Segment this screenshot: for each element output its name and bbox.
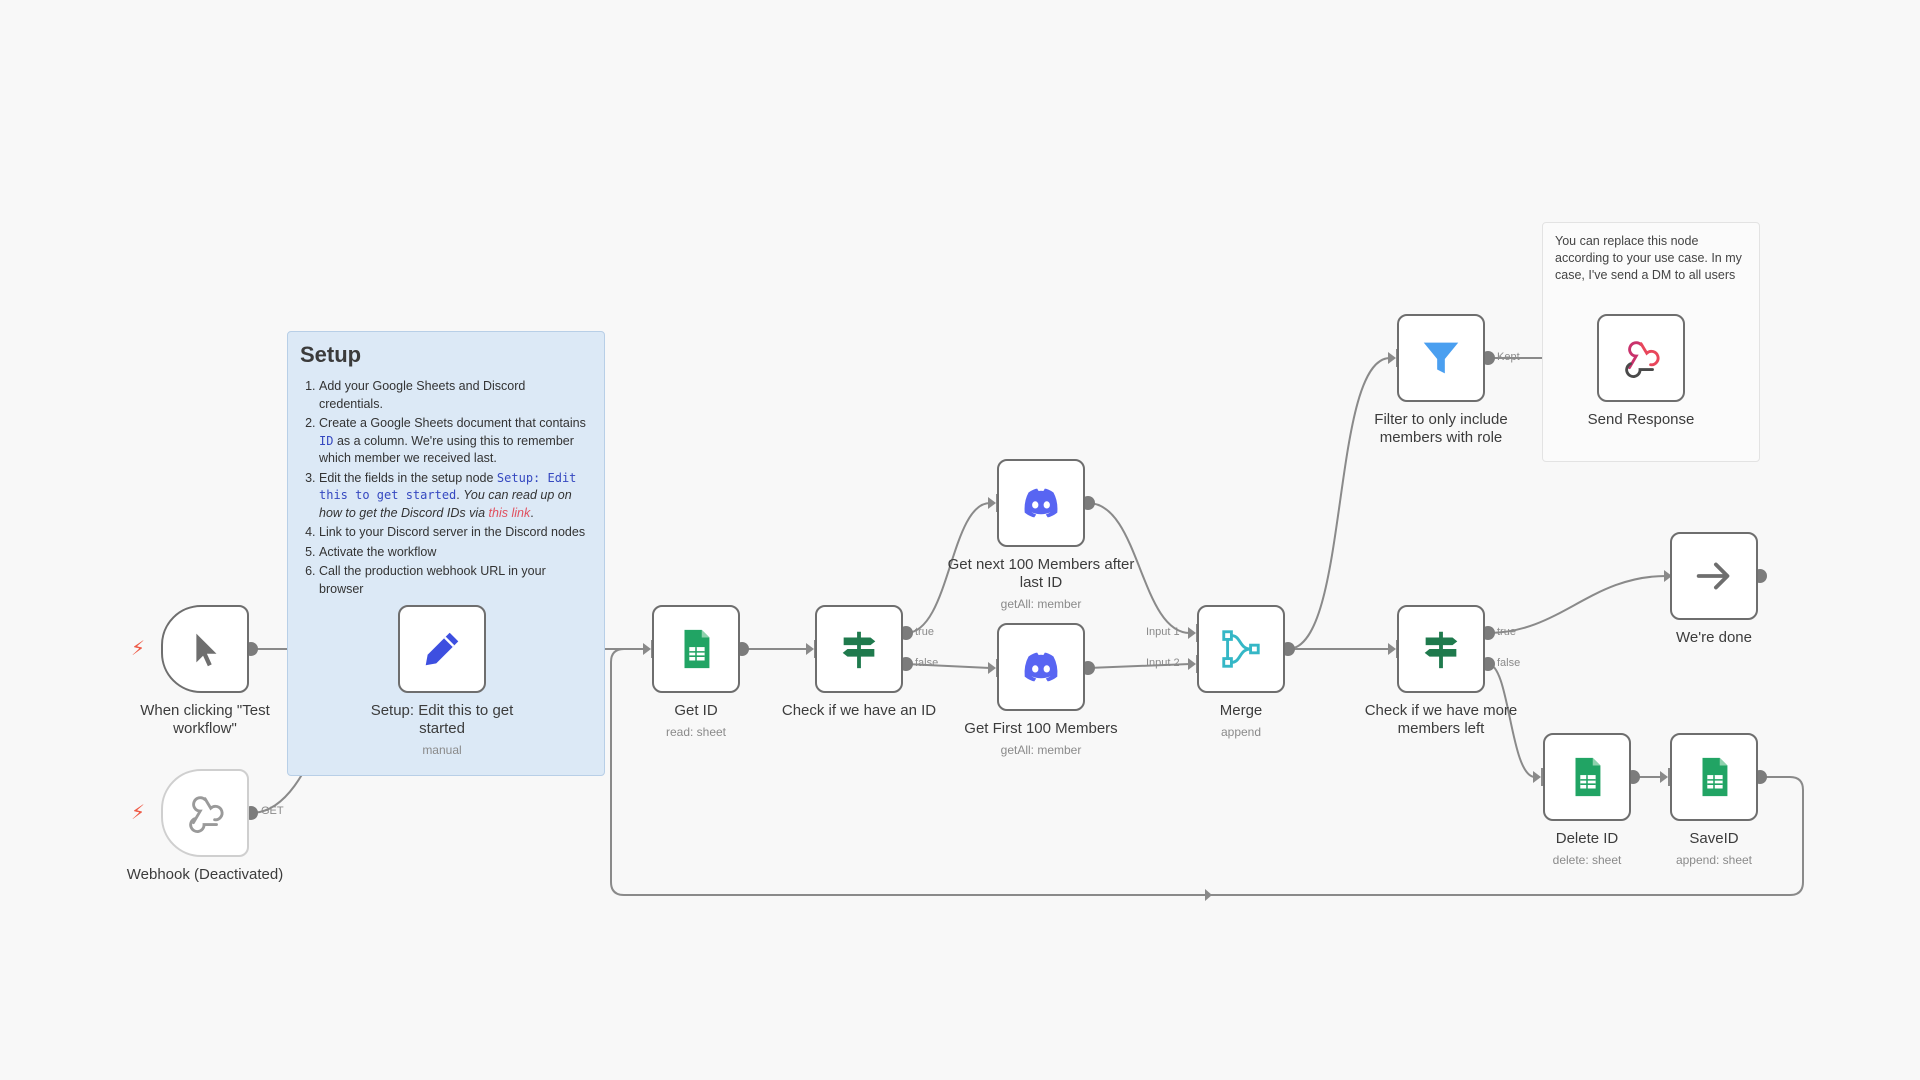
switch-signpost-icon (842, 631, 876, 669)
label-get-next-members: Get next 100 Members after last ID getAl… (947, 556, 1135, 611)
label-get-first-members: Get First 100 Members getAll: member (946, 720, 1136, 759)
pencil-icon (425, 632, 459, 666)
sublabel-get-id: read: sheet (665, 725, 727, 739)
node-get-next-members[interactable] (997, 459, 1085, 547)
setup-steps-list: Add your Google Sheets and Discord crede… (300, 378, 592, 598)
filter-funnel-icon (1423, 342, 1459, 374)
sublabel-setup: manual (422, 743, 462, 757)
sublabel-delete-id: delete: sheet (1552, 853, 1622, 867)
input-handle-done (1664, 570, 1672, 582)
label-webhook: Webhook (Deactivated) (126, 866, 284, 883)
connection-getnext-merge (1087, 502, 1191, 634)
edge-label-kept: Kept (1497, 351, 1520, 363)
node-send-response[interactable] (1597, 314, 1685, 402)
label-setup: Setup: Edit this to get started manual (347, 702, 537, 759)
google-sheets-icon (1575, 757, 1601, 797)
setup-sticky-note[interactable]: Setup Add your Google Sheets and Discord… (287, 331, 605, 776)
input-handle-checkmore (1388, 643, 1396, 655)
webhook-icon (189, 796, 224, 833)
edge-label-false-2: false (1497, 657, 1521, 669)
node-merge[interactable] (1197, 605, 1285, 693)
node-delete-id[interactable] (1543, 733, 1631, 821)
merge-icon (1222, 630, 1260, 668)
replace-node-note-text: You can replace this node according to y… (1555, 234, 1742, 282)
sublabel-get-first-members: getAll: member (1000, 743, 1082, 757)
label-merge: Merge append (1146, 702, 1336, 741)
node-manual-trigger[interactable] (161, 605, 249, 693)
edge-label-input-1: Input 1 (1146, 626, 1180, 638)
node-save-id[interactable] (1670, 733, 1758, 821)
setup-step-2: Create a Google Sheets document that con… (319, 415, 592, 468)
discord-icon (1024, 488, 1058, 518)
cursor-pointer-icon (196, 633, 217, 667)
node-webhook[interactable] (161, 769, 249, 857)
edge-label-input-2: Input 2 (1146, 657, 1180, 669)
node-check-id[interactable] (815, 605, 903, 693)
webhook-icon (1625, 341, 1660, 378)
connection-checkmore-false-delete (1487, 663, 1536, 778)
google-sheets-icon (1702, 757, 1728, 797)
connection-merge-filter (1287, 357, 1391, 650)
label-get-id: Get ID read: sheet (601, 702, 791, 741)
input-handle-getid (643, 643, 651, 655)
label-check-id: Check if we have an ID (781, 702, 937, 719)
discord-ids-link[interactable]: this link (488, 505, 531, 520)
node-setup[interactable] (398, 605, 486, 693)
label-check-more: Check if we have more members left (1364, 702, 1518, 737)
input-handle-filter (1388, 352, 1396, 364)
connection-check-false-getfirst (905, 663, 991, 669)
input-handle-getnext (988, 497, 996, 509)
trigger-bolt-icon: ⚡︎ (131, 638, 146, 660)
input-handle-merge-2 (1188, 658, 1196, 670)
node-check-more[interactable] (1397, 605, 1485, 693)
node-get-id[interactable] (652, 605, 740, 693)
label-save-id: SaveID append: sheet (1619, 830, 1809, 869)
input-handle-check (806, 643, 814, 655)
google-sheets-icon (684, 629, 710, 669)
sublabel-save-id: append: sheet (1675, 853, 1753, 867)
input-handle-getfirst (988, 662, 996, 674)
label-manual-trigger: When clicking "Test workflow" (140, 702, 270, 737)
setup-step-4: Link to your Discord server in the Disco… (319, 524, 592, 542)
switch-signpost-icon (1424, 631, 1458, 669)
connection-checkmore-true-done (1487, 575, 1667, 634)
input-bar-save (1668, 768, 1671, 786)
sublabel-merge: append (1220, 725, 1262, 739)
setup-step-1: Add your Google Sheets and Discord crede… (319, 378, 592, 413)
label-send-response: Send Response (1587, 411, 1695, 428)
edge-label-true-2: true (1497, 626, 1516, 638)
connection-check-true-getnext (905, 502, 991, 634)
sublabel-get-next-members: getAll: member (1000, 597, 1082, 611)
setup-step-3: Edit the fields in the setup node Setup:… (319, 470, 592, 523)
edge-label-get: GET (261, 805, 284, 817)
edge-label-true: true (915, 626, 934, 638)
setup-step-5: Activate the workflow (319, 544, 592, 562)
setup-step-6: Call the production webhook URL in your … (319, 563, 592, 598)
edge-label-false: false (915, 657, 939, 669)
sticky-title: Setup (300, 342, 362, 367)
webhook-trigger-bolt-icon: ⚡︎ (131, 802, 146, 824)
arrow-right-icon (1696, 562, 1730, 590)
connection-getfirst-merge (1087, 663, 1191, 669)
node-done[interactable] (1670, 532, 1758, 620)
input-handle-merge-1 (1188, 627, 1196, 639)
node-filter[interactable] (1397, 314, 1485, 402)
label-filter: Filter to only include members with role (1374, 411, 1508, 446)
node-get-first-members[interactable] (997, 623, 1085, 711)
loop-arrow-icon (1205, 889, 1212, 901)
input-bar-delete (1541, 768, 1544, 786)
discord-icon (1024, 652, 1058, 682)
label-done: We're done (1676, 629, 1752, 646)
input-handle-save (1660, 771, 1668, 783)
label-delete-id: Delete ID delete: sheet (1492, 830, 1682, 869)
input-handle-delete (1533, 771, 1541, 783)
